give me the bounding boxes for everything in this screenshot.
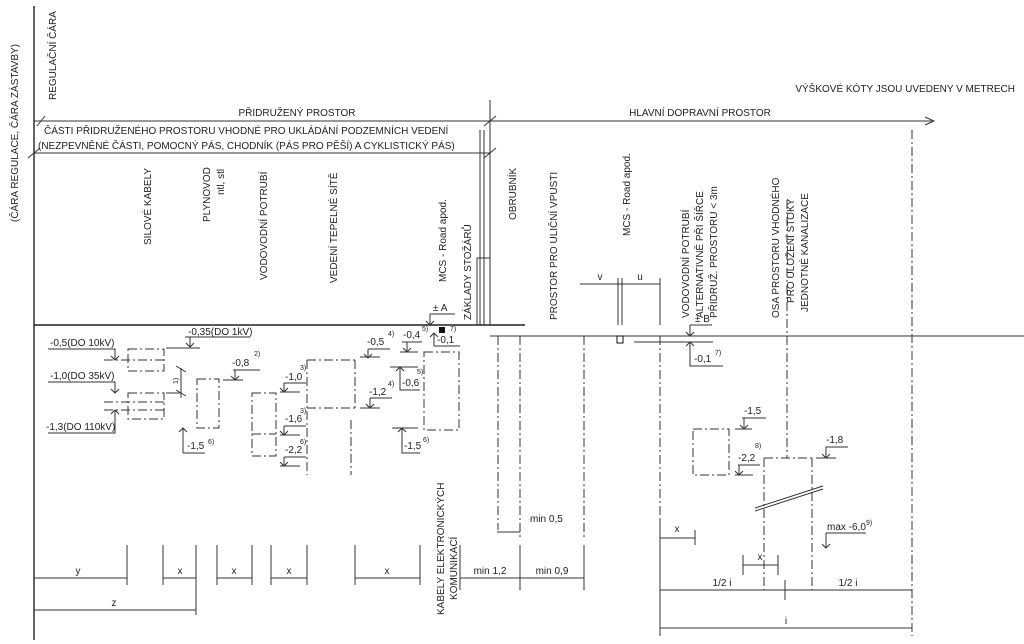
elev-power-10kv: -0,5(DO 10kV) bbox=[50, 338, 114, 349]
parts-line-2: (NEZPEVNĚNÉ ČÁSTI, POMOCNÝ PÁS, CHODNÍK … bbox=[38, 139, 455, 152]
note-9: 9) bbox=[866, 520, 872, 527]
col-mcs-right: MCS - Road apod. bbox=[622, 153, 633, 236]
elev-water-alt-1: -1,5 bbox=[744, 406, 762, 417]
elev-plus-minus-b: ± B bbox=[695, 314, 710, 325]
column-labels: SILOVÉ KABELY PLYNOVOD ntl, stl VODOVODN… bbox=[141, 153, 811, 615]
note-4b: 4) bbox=[388, 381, 394, 388]
dim-u: u bbox=[637, 272, 643, 283]
note-5: 5) bbox=[422, 326, 428, 333]
col-mcs-left: MCS - Road apod. bbox=[438, 199, 449, 282]
note-7: 7) bbox=[450, 326, 456, 333]
dim-y: y bbox=[76, 566, 81, 577]
col-telecom-2: KOMUNIKACÍ bbox=[447, 536, 460, 600]
dim-x: x bbox=[758, 552, 763, 563]
col-water-alt-2: ALTERNATIVNĚ PŘI ŠÍŘCE bbox=[693, 191, 706, 318]
regulation-line-building-label: (ČÁRA REGULACE, ČÁRA ZÁSTAVBY) bbox=[8, 44, 21, 222]
main-traffic-space-label: HLAVNÍ DOPRAVNÍ PROSTOR bbox=[629, 106, 771, 119]
note-8: 8) bbox=[755, 443, 761, 450]
dim-half-i: 1/2 i bbox=[713, 578, 732, 589]
note-4: 4) bbox=[388, 331, 394, 338]
elev-telecom-top: -0,1 bbox=[437, 335, 455, 346]
elev-water-2: -1,6 bbox=[285, 414, 303, 425]
col-water-alt-1: VODOVODNÍ POTRUBÍ bbox=[679, 209, 692, 318]
note-6b: 6) bbox=[300, 439, 306, 446]
dim-x: x bbox=[675, 524, 680, 535]
col-telecom-1: KABELY ELEKTRONICKÝCH bbox=[434, 483, 447, 615]
note-6: 6) bbox=[208, 439, 214, 446]
col-curb: OBRUBNÍK bbox=[506, 167, 519, 220]
elev-heat-2: -1,2 bbox=[369, 387, 387, 398]
associated-space-label: PŘIDRUŽENÝ PROSTOR bbox=[238, 106, 355, 119]
note-1: 1) bbox=[173, 378, 180, 384]
dim-x: x bbox=[385, 566, 390, 577]
dim-x: x bbox=[287, 566, 292, 577]
dim-z: z bbox=[112, 598, 117, 609]
elevation-markers: -0,5(DO 10kV) -0,35(DO 1kV) -1,0(DO 35kV… bbox=[46, 303, 872, 549]
elev-sewer-top: -1,8 bbox=[826, 435, 844, 446]
col-gas-sub: ntl, stl bbox=[216, 169, 227, 195]
dim-x: x bbox=[178, 566, 183, 577]
elev-water-3: -2,2 bbox=[285, 445, 303, 456]
note-6c: 6) bbox=[423, 437, 429, 444]
elev-road-top: -0,1 bbox=[694, 354, 712, 365]
col-water-alt-3: PŘIDRUŽ. PROSTORU < 3m bbox=[707, 186, 720, 318]
note-2: 2) bbox=[254, 351, 260, 358]
note-3b: 3) bbox=[300, 408, 306, 415]
dim-min-0-9: min 0,9 bbox=[536, 566, 569, 577]
elev-power-110kv: -1,3(DO 110kV) bbox=[46, 422, 115, 433]
elev-plus-minus-a: ± A bbox=[433, 303, 448, 314]
col-heat: VEDENÍ TEPELNÉ SÍTĚ bbox=[327, 172, 340, 283]
elev-telecom-3: -1,5 bbox=[404, 441, 422, 452]
elev-heat-1: -0,5 bbox=[367, 337, 385, 348]
col-water: VODOVODNÍ POTRUBÍ bbox=[257, 171, 270, 280]
note-3: 3) bbox=[300, 365, 306, 372]
regulation-line-label: REGULAČNÍ ČÁRA bbox=[46, 11, 59, 100]
elev-power-35kv: -1,0(DO 35kV) bbox=[50, 371, 114, 382]
elev-power-1kv: -0,35(DO 1kV) bbox=[188, 327, 252, 338]
height-note: VÝŠKOVÉ KÓTY JSOU UVEDENY V METRECH bbox=[795, 82, 1015, 95]
elev-gas-bottom: -1,5 bbox=[187, 441, 205, 452]
dim-min-1-2: min 1,2 bbox=[474, 566, 507, 577]
dimension-labels: y x x x x z min 1,2 min 0,9 min 0,5 x x … bbox=[76, 272, 858, 627]
col-gas: PLYNOVOD bbox=[202, 167, 213, 222]
parts-line-1: ČÁSTI PŘIDRUŽENÉHO PROSTORU VHODNÉ PRO U… bbox=[44, 124, 449, 137]
col-sewer-2: PRO ULOŽENÍ STOKY bbox=[784, 198, 797, 303]
elev-water-alt-2: -2,2 bbox=[738, 453, 756, 464]
dim-min-0-5: min 0,5 bbox=[530, 514, 563, 525]
elev-water-1: -1,0 bbox=[285, 372, 303, 383]
note-5b: 5) bbox=[417, 369, 423, 376]
dim-x: x bbox=[232, 566, 237, 577]
dim-v: v bbox=[598, 272, 603, 283]
col-gully: PROSTOR PRO ULIČNÍ VPUSTI bbox=[547, 172, 560, 320]
elev-telecom-2: -0,6 bbox=[402, 378, 420, 389]
note-7b: 7) bbox=[715, 350, 721, 357]
col-mast-foundations: ZÁKLADY STOŽÁRŮ bbox=[461, 224, 474, 320]
col-sewer-1: OSA PROSTORU VHODNÉHO bbox=[769, 177, 782, 318]
elev-telecom-1: -0,4 bbox=[403, 330, 421, 341]
elev-sewer-max: max -6,0 bbox=[827, 522, 866, 533]
col-sewer-3: JEDNOTNÉ KANALIZACE bbox=[798, 193, 811, 312]
dim-i: i bbox=[785, 616, 787, 627]
col-power-cables: SILOVÉ KABELY bbox=[141, 168, 154, 245]
elev-gas-top: -0,8 bbox=[232, 358, 250, 369]
dim-half-i: 1/2 i bbox=[839, 578, 858, 589]
structure-lines bbox=[27, 6, 1024, 640]
